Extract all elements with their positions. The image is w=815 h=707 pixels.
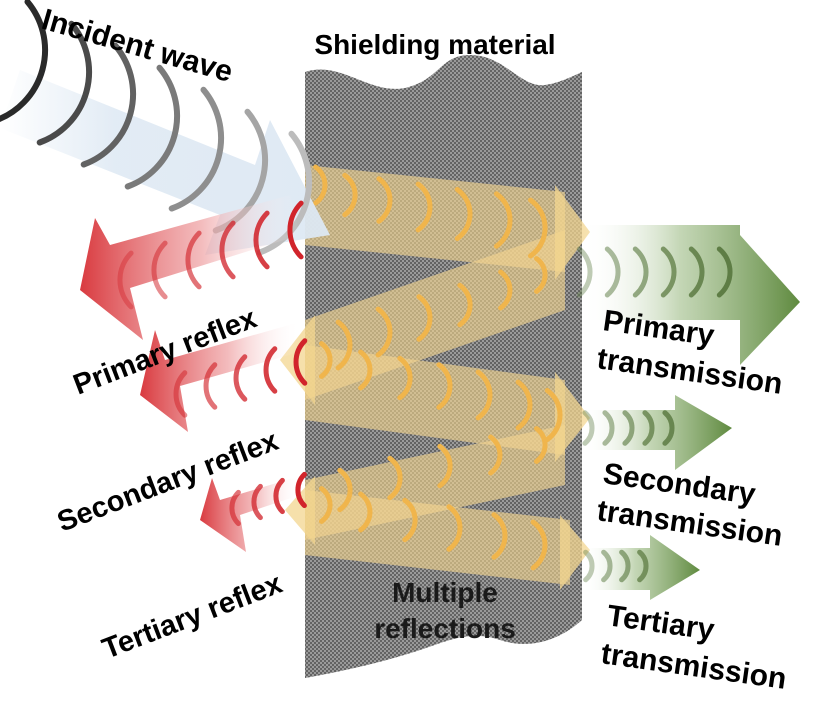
reflex-wave-arc [251, 483, 263, 521]
internal-wave-arc [436, 362, 453, 410]
internal-wave-arc [335, 319, 353, 371]
internal-wave-arc [475, 369, 493, 421]
internal-wave-arc [446, 504, 463, 552]
internal-wave-arc [376, 176, 393, 224]
internal-wave-arc [402, 497, 418, 543]
transmission-wave-arc [632, 246, 649, 298]
incident-wave-label: Incident wave [38, 3, 236, 89]
reflex-wave-arc [233, 354, 248, 402]
transmission-wave-arc [619, 549, 631, 583]
internal-wave-arc [528, 197, 548, 259]
transmission-wave-arc [688, 246, 705, 298]
internal-wave-arc [437, 443, 453, 489]
internal-wave-arc [375, 306, 393, 358]
internal-wave-arc [397, 355, 413, 401]
internal-wave-arc [319, 486, 333, 524]
transmission-wave-arc [583, 549, 595, 583]
transmission-wave-arc [660, 246, 677, 298]
transmission-wave-arc [604, 246, 621, 298]
transmission-wave-arc [662, 410, 675, 446]
internal-wave-arc [534, 426, 548, 464]
transmission-wave-arc [716, 246, 733, 298]
transmission-wave-arc [642, 410, 655, 446]
internal-wave-arc [534, 256, 548, 294]
transmission-wave-arc [601, 549, 613, 583]
internal-wave-arcs [313, 164, 563, 571]
secondary-transmission-arrow [582, 395, 732, 470]
reflex-wave-arc [151, 240, 168, 300]
incident-wave-arc [168, 86, 225, 212]
incident-wave-arcs [0, 0, 313, 256]
incident-wave-arc [80, 42, 137, 168]
incident-wave-arc [124, 64, 181, 190]
reflex-wave-arcs [117, 200, 308, 527]
internal-wave-arc [358, 349, 373, 391]
transmission-wave-arc [576, 246, 593, 298]
internal-wave-arc [313, 164, 328, 206]
reflex-wave-arc [253, 210, 270, 270]
reflex-wave-arc [219, 220, 236, 280]
tertiary-reflex-label: Tertiary reflex [98, 568, 287, 666]
reflex-wave-arc [203, 362, 218, 410]
tertiary-transmission-label-line2: transmission [599, 637, 789, 696]
incident-wave-arc [36, 20, 93, 146]
secondary-transmission-label-line2: transmission [595, 494, 785, 553]
reflex-wave-arc [229, 489, 241, 527]
reflex-wave-arc [293, 338, 308, 386]
secondary-reflex-label: Secondary reflex [53, 425, 283, 539]
internal-wave-arc [530, 519, 548, 571]
incident-wave-arc [0, 0, 49, 122]
reflex-wave-arc [287, 200, 304, 260]
reflex-wave-arc [263, 346, 278, 394]
transmission-wave-arcs [576, 246, 733, 583]
transmission-wave-arc [622, 410, 635, 446]
internal-wave-arc [544, 387, 563, 443]
reflex-wave-arc [173, 370, 188, 418]
reflex-wave-arc [295, 471, 307, 509]
incident-wave-arc [256, 130, 313, 256]
internal-wave-arc [498, 269, 513, 311]
internal-wave-arc [491, 512, 508, 560]
primary-transmission-label-line2: transmission [595, 342, 785, 401]
reflex-wave-arc [273, 477, 285, 515]
internal-wave-arc [493, 191, 513, 249]
transmission-wave-arc [602, 410, 615, 446]
internal-wave-arc [515, 379, 533, 431]
reflex-wave-arc [117, 250, 134, 310]
diagram-title: Shielding material [314, 29, 555, 60]
multiple-reflections-label-line1: Multiple [392, 577, 498, 608]
internal-wave-arc [319, 341, 333, 379]
internal-wave-arc [337, 467, 353, 513]
multiple-reflections-label-line2: reflections [374, 613, 516, 644]
reflex-wave-arc [185, 230, 202, 290]
internal-wave-arc [457, 282, 473, 328]
internal-wave-arc [454, 186, 473, 242]
internal-wave-arc [416, 294, 433, 342]
transmission-wave-arc [637, 549, 649, 583]
internal-wave-arc [415, 181, 433, 233]
internal-wave-arc [387, 455, 403, 501]
transmission-wave-arc [582, 410, 595, 446]
internal-wave-arc [488, 434, 503, 476]
internal-wave-arc [358, 491, 373, 533]
internal-wave-arc [342, 172, 358, 218]
tertiary-reflex-arrow [200, 476, 300, 552]
tertiary-transmission-arrow [582, 535, 700, 600]
